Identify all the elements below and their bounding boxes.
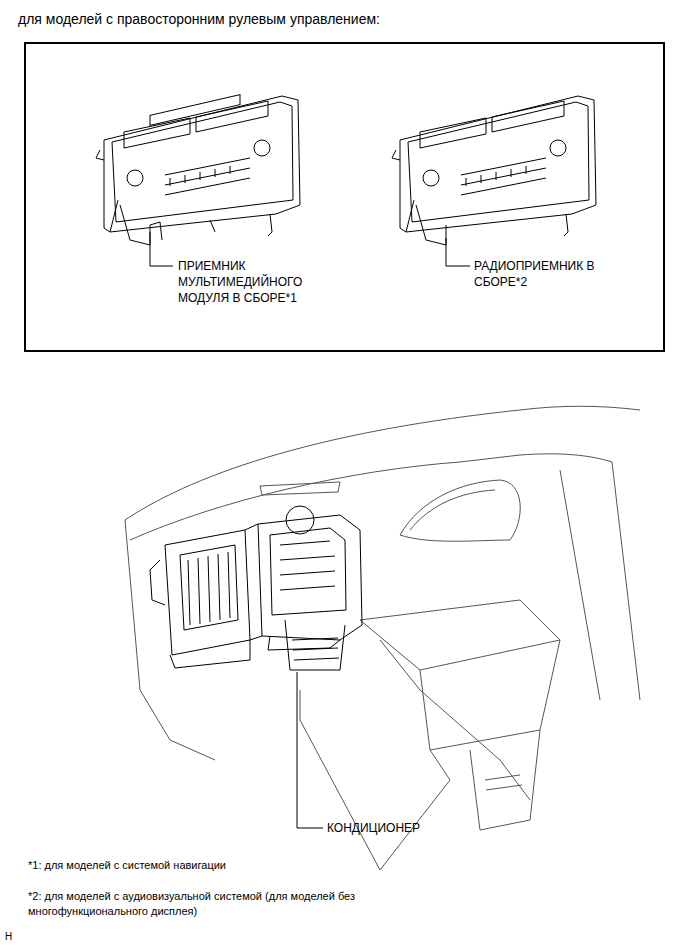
multimedia-receiver-drawing xyxy=(96,95,300,245)
radio-receiver-drawing xyxy=(392,96,596,245)
part-name: КОНДИЦИОНЕР xyxy=(327,820,487,836)
leader-line xyxy=(150,266,173,267)
frame-box: ПРИЕМНИК МУЛЬТИМЕДИЙНОГО МОДУЛЯ В СБОРЕ*… xyxy=(24,42,665,352)
part-name: ПРИЕМНИК МУЛЬТИМЕДИЙНОГО МОДУЛЯ В СБОРЕ*… xyxy=(178,258,328,306)
page-title: для моделей с правосторонним рулевым упр… xyxy=(18,10,658,28)
leader-line xyxy=(150,232,151,266)
leader-line xyxy=(446,238,447,266)
leader-line xyxy=(297,672,298,828)
dashboard-drawing xyxy=(125,406,640,870)
leader-line xyxy=(297,828,323,829)
part-name: РАДИОПРИЕМНИК В СБОРЕ*2 xyxy=(474,258,624,290)
air-conditioner-drawing xyxy=(150,506,362,670)
leader-line xyxy=(446,266,470,267)
footnote: *1: для моделей с системой навигации xyxy=(28,858,428,873)
footnote: *2: для моделей с аудиовизуальной систем… xyxy=(28,889,358,919)
figure-code: H xyxy=(5,930,25,944)
